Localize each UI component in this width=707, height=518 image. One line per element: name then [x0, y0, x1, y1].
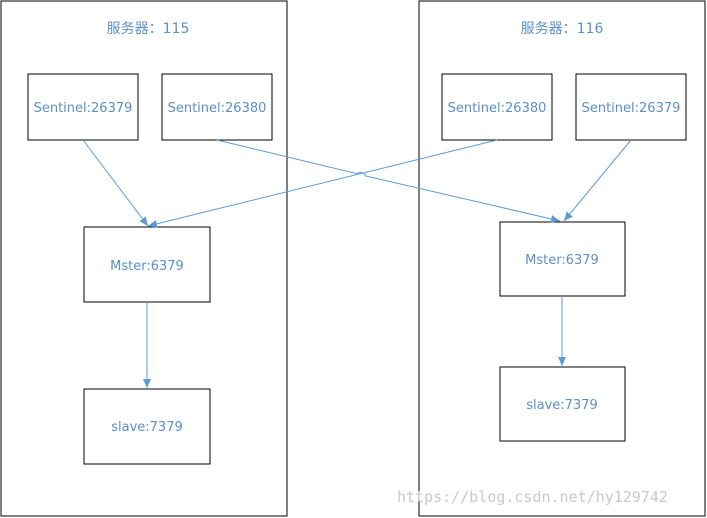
slave-label: slave:7379	[526, 398, 598, 413]
sentinel-26379-label: Sentinel:26379	[582, 101, 681, 116]
connectors	[82, 139, 632, 388]
master-label: Mster:6379	[110, 259, 184, 274]
watermark-text: https://blog.csdn.net/hy129742	[397, 488, 668, 506]
server-115-title: 服务器：115	[107, 21, 190, 37]
sentinel-26379-label: Sentinel:26379	[34, 101, 133, 116]
master-label: Mster:6379	[525, 253, 599, 268]
sentinel-26379-node	[27, 73, 139, 141]
edge-sentinel-26380-to-master-116	[216, 139, 561, 223]
slave-label: slave:7379	[111, 420, 183, 435]
sentinel-26379-node	[575, 73, 687, 141]
edge-sentinel-26379-to-master-115	[82, 139, 149, 227]
sentinel-26380-node	[161, 73, 273, 141]
master-node	[83, 226, 211, 303]
sentinel-26380-label: Sentinel:26380	[168, 101, 267, 116]
sentinel-26380-label: Sentinel:26380	[448, 101, 547, 116]
slave-node	[83, 388, 211, 465]
server-116-title: 服务器：116	[521, 21, 604, 37]
server-115-group: 服务器：115 Sentinel:26379 Sentinel:26380 Ms…	[0, 0, 288, 517]
edge-sentinel-26380-to-master-115	[147, 139, 498, 228]
slave-node	[499, 366, 626, 442]
server-116-group: 服务器：116 Sentinel:26380 Sentinel:26379 Ms…	[418, 0, 706, 517]
edge-sentinel-26379-to-master-116	[563, 139, 632, 222]
